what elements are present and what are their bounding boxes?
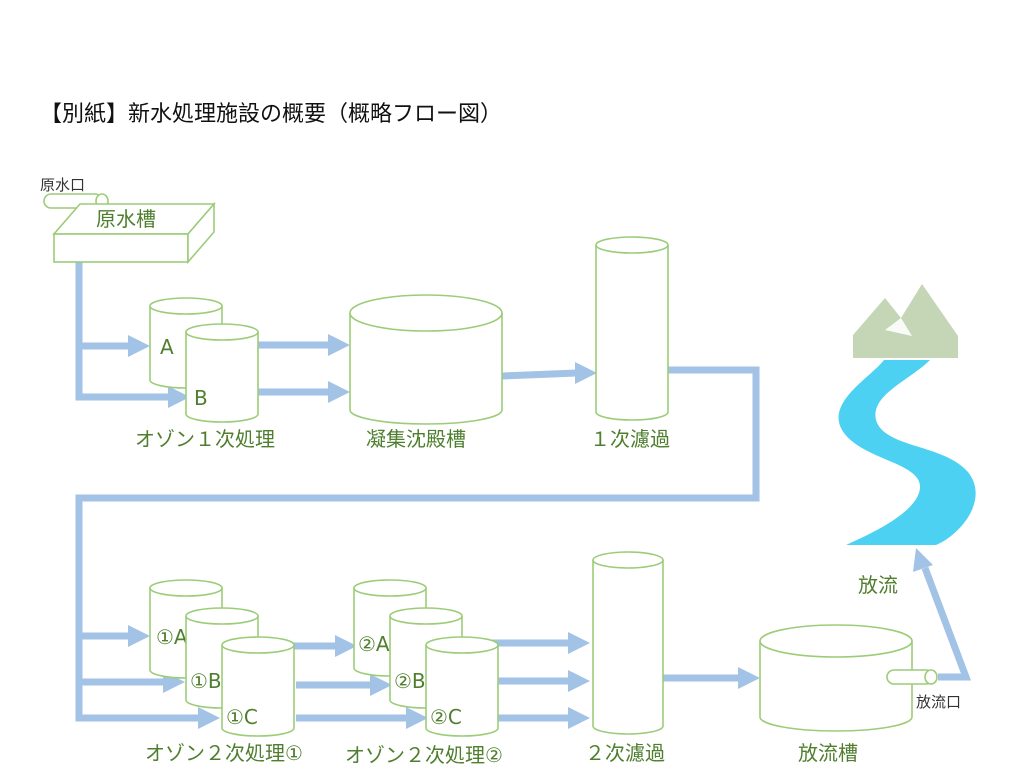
ozone1-tank-b: B	[185, 323, 259, 423]
raw-tank-front	[53, 233, 189, 263]
discharge-label: 放流	[858, 573, 898, 597]
discharge-outlet: 放流口	[886, 669, 961, 711]
discharge-tank-label: 放流槽	[798, 741, 858, 765]
ozone2-2-label: オゾン２次処理②	[345, 743, 503, 767]
arrow-to-river-icon	[913, 548, 933, 572]
outlet-label: 放流口	[916, 693, 961, 711]
arrow-to-filter2-1-icon	[568, 632, 590, 654]
raw-tank-label: 原水槽	[96, 207, 156, 231]
ozone2-1-label: オゾン２次処理①	[145, 741, 303, 765]
flow-lines-stage1	[75, 262, 760, 722]
raw-tank-side	[187, 201, 215, 265]
first-filter	[595, 236, 669, 421]
arrow-to-filter1-icon	[575, 362, 597, 384]
coagulation-label: 凝集沈殿槽	[366, 427, 466, 451]
tank-1c-label: ①C	[226, 705, 258, 729]
arrow-to-filter2-2-icon	[568, 670, 590, 692]
flow-raw-to-b	[75, 262, 170, 401]
inlet-label: 原水口	[40, 176, 85, 194]
first-filter-label: １次濾過	[590, 427, 670, 451]
arrowheads	[128, 334, 933, 729]
flow-filter1-to-stage2	[75, 366, 760, 722]
coagulation-tank	[349, 294, 503, 425]
tank-2c-label: ②C	[430, 705, 462, 729]
river-icon	[838, 360, 976, 545]
arrow-to-2c-icon	[406, 707, 428, 729]
arrow-to-coag-1-icon	[328, 334, 350, 356]
arrow-to-2b-icon	[370, 674, 392, 696]
outlet-pipe-end	[924, 669, 938, 685]
flow-coag-to-filter1	[501, 369, 578, 380]
arrow-to-a-icon	[128, 335, 150, 357]
tank-2a-label: ②A	[358, 632, 390, 656]
page-title: 【別紙】新水処理施設の概要（概略フロー図）	[40, 102, 502, 127]
flow-outlet-to-river	[921, 566, 972, 681]
raw-water-inlet: 原水口	[40, 176, 109, 209]
discharge-tank	[759, 624, 913, 732]
arrow-to-1a-icon	[128, 625, 150, 647]
ozone1-tank-b-label: B	[194, 386, 208, 410]
mountain-icon	[853, 284, 958, 358]
raw-water-tank: 原水槽	[52, 201, 216, 265]
second-filter-label: ２次濾過	[585, 741, 665, 765]
ozone1-tank-a-label: A	[160, 335, 174, 359]
arrow-to-b-icon	[168, 386, 190, 408]
arrow-to-1c-icon	[198, 707, 220, 729]
ozone2-1-tank-c: ①C	[221, 636, 295, 737]
second-filter	[592, 551, 664, 735]
arrow-to-filter2-3-icon	[568, 707, 590, 729]
arrow-to-coag-2-icon	[328, 381, 350, 403]
ozone2-2-tank-c: ②C	[425, 636, 499, 737]
arrow-to-2a-icon	[335, 635, 357, 657]
tank-1b-label: ①B	[190, 669, 222, 693]
tank-1a-label: ①A	[156, 625, 188, 649]
arrow-to-discharge-tank-icon	[738, 667, 760, 689]
ozone1-label: オゾン１次処理	[135, 427, 275, 451]
tank-2b-label: ②B	[394, 669, 426, 693]
